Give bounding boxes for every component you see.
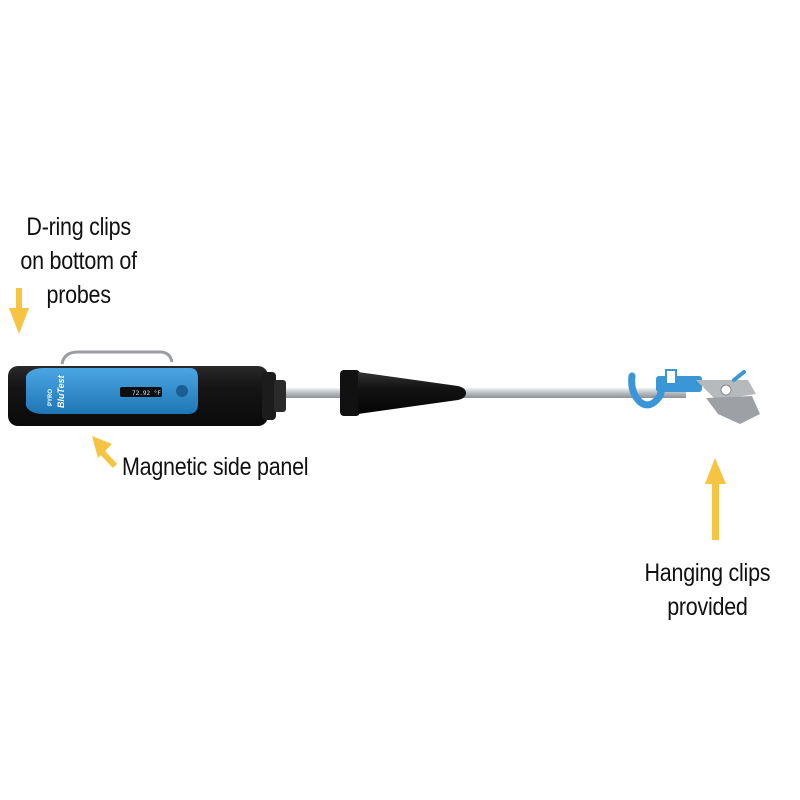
alligator-clip bbox=[696, 370, 760, 424]
belt-clip bbox=[60, 350, 174, 365]
cone-guard bbox=[340, 370, 466, 416]
lcd-display bbox=[120, 387, 162, 397]
lcd-reading: 72.92 °F bbox=[132, 390, 161, 397]
magnetic-panel bbox=[26, 368, 198, 414]
handle-collar bbox=[274, 380, 286, 412]
arrow-down-icon bbox=[9, 288, 29, 334]
handle-end-cap bbox=[262, 372, 276, 420]
hook-bracket bbox=[656, 376, 702, 392]
brand-name-text: BluTest bbox=[56, 374, 66, 408]
label-hanging-clips: Hanging clips provided bbox=[644, 559, 771, 621]
label-magnetic-side-panel: Magnetic side panel bbox=[122, 453, 309, 481]
arrow-up-icon bbox=[705, 458, 726, 540]
probe-shaft bbox=[286, 388, 686, 398]
hook-tag bbox=[665, 369, 677, 385]
arrow-up-left-icon bbox=[92, 436, 118, 469]
lanyard-hole bbox=[176, 385, 188, 397]
hanging-hook bbox=[628, 372, 668, 409]
brand-logo-text: PYRO bbox=[48, 389, 54, 406]
label-dring-clips: D-ring clips on bottom of probes bbox=[20, 213, 137, 309]
